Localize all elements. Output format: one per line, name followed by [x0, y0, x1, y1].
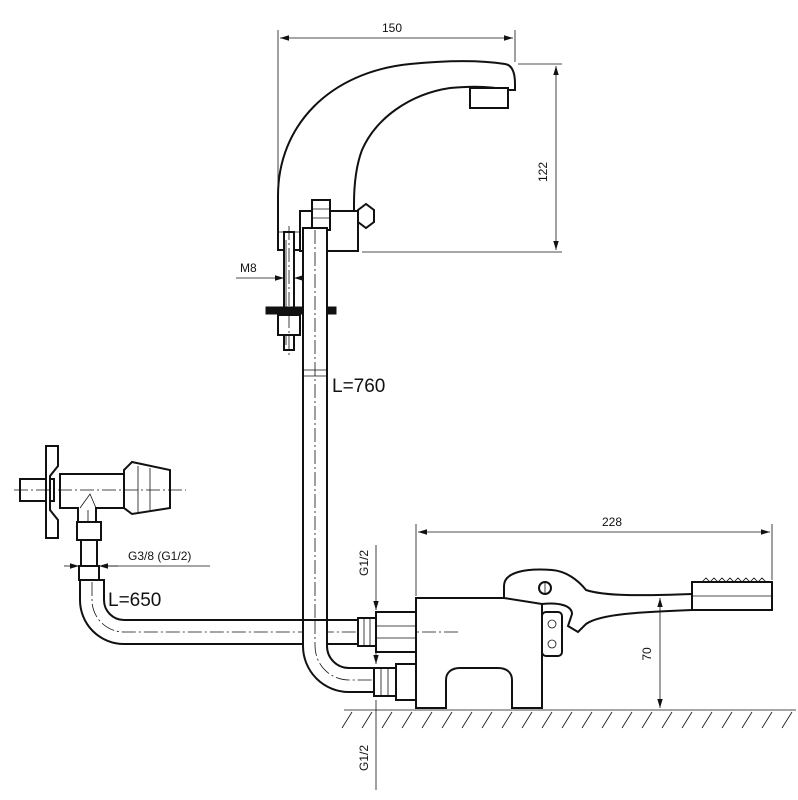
riser-hose: L=760 — [302, 227, 385, 621]
aerator — [469, 87, 509, 109]
outlet-thread-lower-label: G1/2 — [357, 745, 371, 771]
spout-width-label: 150 — [382, 21, 402, 35]
dimension-spout-width: 150 — [277, 21, 516, 190]
inlet-length-label: L=650 — [108, 590, 161, 611]
stud-thread-label: M8 — [240, 261, 257, 275]
outlet-hose-loop — [302, 619, 375, 693]
angle-valve — [14, 445, 186, 581]
riser-length-label: L=760 — [332, 376, 385, 397]
hose-connector — [311, 199, 331, 231]
outlet-thread-upper-label: G1/2 — [357, 550, 371, 576]
inlet-hose: L=650 — [79, 579, 460, 645]
dimension-valve-length: 228 — [415, 515, 773, 596]
wall-rosette — [45, 445, 59, 539]
upper-outlet-fitting — [357, 617, 377, 647]
inlet-thread-label: G3/8 (G1/2) — [128, 549, 191, 563]
foot-valve — [341, 568, 796, 729]
mounting-stud — [265, 226, 337, 358]
dimension-inlet-thread: G3/8 (G1/2) — [64, 549, 210, 569]
mounting-plate — [265, 306, 337, 315]
floor-hatch — [341, 711, 793, 729]
side-cap — [541, 611, 563, 657]
dimension-outlet-thread-upper: G1/2 — [357, 545, 379, 610]
valve-handle — [123, 460, 171, 516]
valve-height-label: 70 — [640, 647, 654, 661]
spout — [277, 60, 516, 252]
spout-height-label: 122 — [536, 162, 550, 182]
valve-length-label: 228 — [602, 515, 622, 529]
lower-outlet-fitting — [373, 667, 397, 697]
dimension-valve-height: 70 — [640, 598, 663, 708]
sensor-nut — [357, 202, 375, 230]
dimension-outlet-thread-lower: G1/2 — [357, 652, 379, 790]
dimension-spout-height: 122 — [362, 63, 562, 253]
